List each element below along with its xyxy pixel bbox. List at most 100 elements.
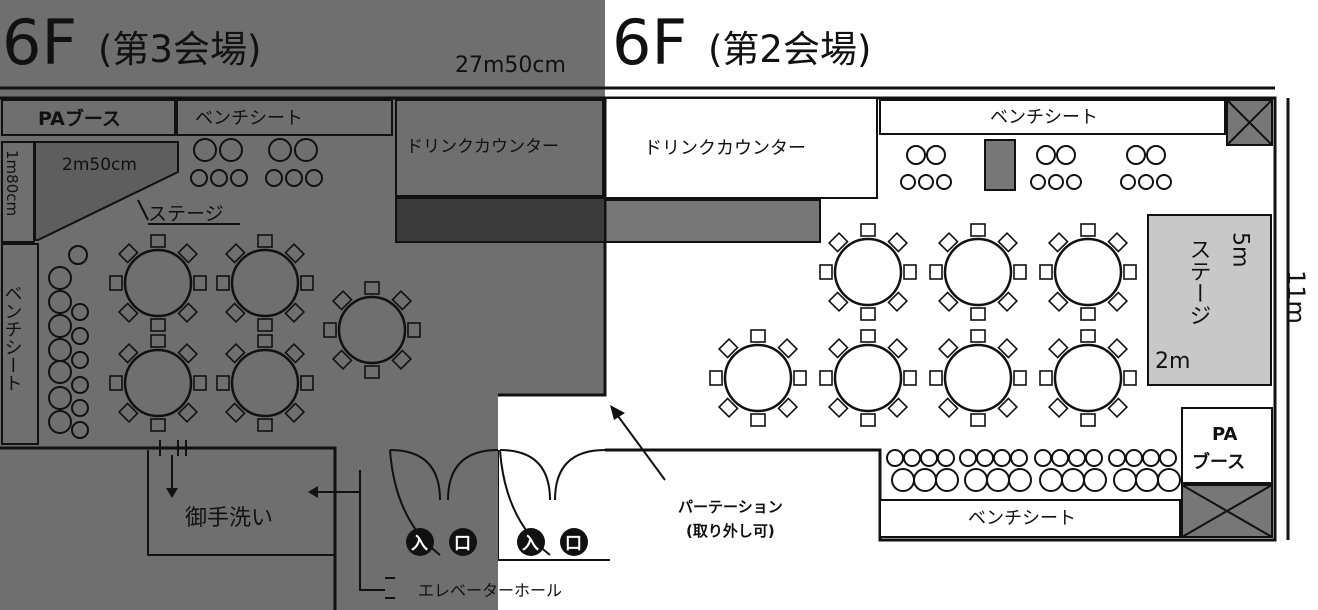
chair: [1080, 307, 1096, 321]
table-top: [943, 343, 1013, 413]
chair: [257, 234, 273, 248]
left-bench-side-label: ベンチシート: [2, 284, 23, 392]
partition-arrow-head: [610, 405, 625, 420]
chair: [750, 329, 766, 343]
chair: [391, 349, 413, 371]
stool: [1138, 174, 1154, 190]
right-pillar: [984, 139, 1016, 191]
door-swing-1: [389, 449, 441, 501]
chair: [150, 318, 166, 332]
table-top: [123, 248, 193, 318]
chair: [1013, 264, 1027, 280]
left-stage-label: ステージ: [148, 203, 224, 225]
chair: [1047, 397, 1069, 419]
chair: [284, 402, 306, 424]
height-dimension: 11m: [1282, 270, 1310, 324]
stool: [48, 410, 72, 434]
entrances: 入 口 入 口: [389, 449, 606, 556]
chair: [193, 275, 207, 291]
left-pa-booth-label: PAブース: [38, 107, 121, 130]
stool: [1083, 468, 1107, 492]
chair: [284, 342, 306, 364]
outer-wall: [2, 96, 1277, 542]
stool: [294, 138, 318, 162]
stool: [900, 174, 916, 190]
partition-arrow: [614, 411, 666, 481]
round-table: [819, 223, 917, 321]
stool: [1120, 174, 1136, 190]
table-top: [337, 295, 407, 365]
stool: [1126, 145, 1146, 165]
stool: [71, 327, 89, 345]
right-floor-title: 6F: [612, 6, 687, 79]
chair: [257, 318, 273, 332]
right-hall: ドリンクカウンター ベンチシート ステージ 5m 2m PA ブース ベンチシー…: [604, 97, 1310, 540]
chair: [1107, 397, 1129, 419]
left-hall-wall: [0, 96, 607, 397]
stool: [935, 468, 959, 492]
stool: [1061, 468, 1085, 492]
chair: [177, 242, 199, 264]
chair: [860, 307, 876, 321]
chair: [1107, 291, 1129, 313]
stool: [219, 138, 243, 162]
chair: [970, 307, 986, 321]
right-counter-bar: [604, 199, 821, 243]
chair: [193, 375, 207, 391]
round-table: [929, 329, 1027, 427]
elevator-hall-wall: [359, 470, 385, 591]
chair: [224, 342, 246, 364]
round-table: [709, 329, 807, 427]
chair: [1080, 329, 1096, 343]
chair: [970, 413, 986, 427]
left-drink-counter-label: ドリンクカウンター: [406, 137, 559, 157]
chair: [827, 397, 849, 419]
chair: [819, 264, 833, 280]
chair: [177, 402, 199, 424]
right-stage: [1147, 214, 1272, 386]
stool: [193, 138, 217, 162]
left-bottom-wall: [0, 446, 337, 610]
chair: [1080, 413, 1096, 427]
chair: [1080, 223, 1096, 237]
chair: [364, 365, 380, 379]
stool: [1113, 468, 1137, 492]
chair: [997, 337, 1019, 359]
stool: [268, 138, 292, 162]
chair: [937, 397, 959, 419]
entrance-enter-2: 入: [522, 534, 539, 554]
stool: [1051, 449, 1069, 467]
stool: [937, 449, 955, 467]
table-top: [1053, 343, 1123, 413]
chair: [819, 370, 833, 386]
table-top: [833, 237, 903, 307]
entrance-enter-1: 入: [411, 534, 428, 554]
stool: [48, 360, 72, 384]
chair: [887, 397, 909, 419]
door-swing-2: [447, 449, 499, 501]
chair: [1047, 291, 1069, 313]
chair: [717, 397, 739, 419]
stool: [1146, 145, 1166, 165]
stool: [230, 169, 248, 187]
chair: [1107, 337, 1129, 359]
entrance-badge-exit-2: [560, 528, 588, 556]
stool: [68, 245, 88, 265]
chair: [391, 289, 413, 311]
chair: [937, 231, 959, 253]
chair: [827, 337, 849, 359]
chair: [860, 413, 876, 427]
stool: [964, 468, 988, 492]
restroom-arrow-2-head: [308, 486, 318, 498]
right-stage-depth: 5m: [1228, 232, 1253, 267]
round-table: [323, 281, 421, 379]
chair: [224, 242, 246, 264]
chair: [117, 402, 139, 424]
stool: [1034, 449, 1052, 467]
stool: [305, 169, 323, 187]
chair: [300, 375, 314, 391]
lobby-wall: [497, 450, 610, 561]
chair: [777, 337, 799, 359]
table-top: [123, 348, 193, 418]
chair: [150, 418, 166, 432]
